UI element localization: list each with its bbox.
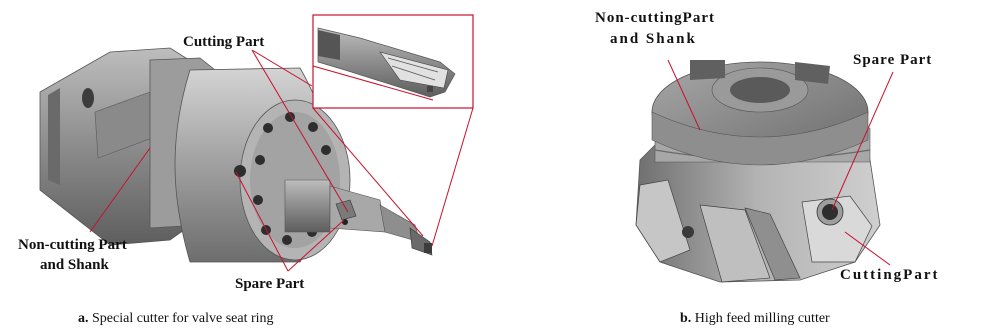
label-b-spare-part: Spare Part — [853, 51, 932, 69]
label-a-non-cutting-line1: Non-cutting Part — [18, 236, 127, 254]
caption-b: b. High feed milling cutter — [680, 311, 830, 327]
cutter-a-inset — [313, 15, 473, 108]
label-a-spare-part: Spare Part — [235, 275, 304, 293]
caption-a-text: Special cutter for valve seat ring — [92, 311, 274, 326]
cutter-b-illustration — [636, 60, 880, 282]
label-a-cutting-part: Cutting Part — [183, 33, 264, 51]
label-b-non-cutting-line1: Non-cuttingPart — [595, 9, 715, 27]
label-b-cutting-part: CuttingPart — [840, 266, 940, 284]
caption-b-text: High feed milling cutter — [695, 311, 830, 326]
caption-b-prefix: b. — [680, 311, 691, 326]
caption-a: a. Special cutter for valve seat ring — [78, 311, 274, 327]
label-a-non-cutting-line2: and Shank — [40, 256, 109, 274]
caption-a-prefix: a. — [78, 311, 89, 326]
label-b-non-cutting-line2: and Shank — [610, 30, 697, 48]
